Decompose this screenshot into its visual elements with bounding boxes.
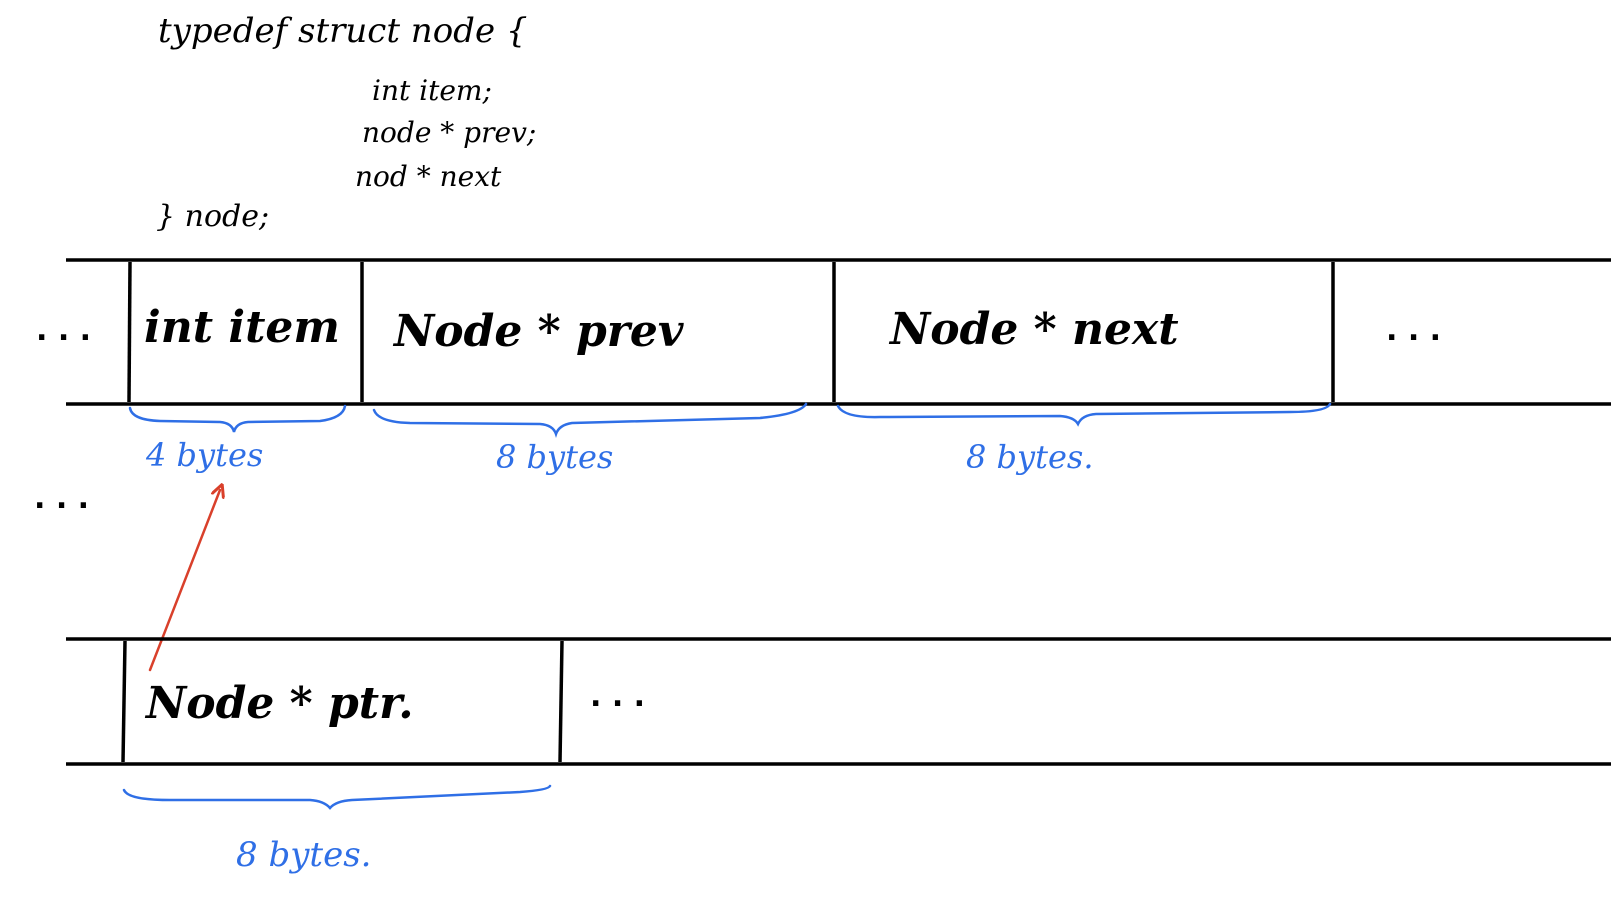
code-line-next: nod * next xyxy=(355,160,502,193)
row2-divider-1 xyxy=(121,640,127,763)
field-node-prev: Node * prev xyxy=(392,306,684,357)
brace-node-ptr xyxy=(122,784,552,810)
field-int-item: int item xyxy=(144,302,340,353)
row2-divider-2 xyxy=(558,640,564,763)
memory-row-2: Node * ptr. . . . 8 bytes. xyxy=(66,637,1611,875)
middle-ellipsis: . . . xyxy=(34,481,89,516)
size-node-prev: 8 bytes xyxy=(496,438,613,476)
code-line-item: int item; xyxy=(372,74,492,107)
size-node-ptr: 8 bytes. xyxy=(236,835,371,875)
code-line-close: } node; xyxy=(156,199,269,234)
size-node-next: 8 bytes. xyxy=(966,438,1093,476)
field-node-ptr: Node * ptr. xyxy=(144,678,414,729)
memory-row-1: . . . int item Node * prev Node * next .… xyxy=(36,258,1611,476)
brace-node-next xyxy=(836,402,1332,427)
code-line-typedef: typedef struct node { xyxy=(158,11,528,51)
row1-divider-1 xyxy=(127,261,132,403)
size-int-item: 4 bytes xyxy=(145,436,263,474)
struct-definition: typedef struct node { int item; node * p… xyxy=(156,11,536,234)
row1-left-ellipsis: . . . xyxy=(36,313,91,348)
brace-int-item xyxy=(128,404,347,433)
row1-right-ellipsis: . . . xyxy=(1386,313,1441,348)
brace-node-prev xyxy=(372,402,808,438)
pointer-arrow xyxy=(148,490,220,672)
row2-right-ellipsis: . . . xyxy=(590,679,645,714)
field-node-next: Node * next xyxy=(888,304,1179,355)
code-line-prev: node * prev; xyxy=(362,116,536,149)
